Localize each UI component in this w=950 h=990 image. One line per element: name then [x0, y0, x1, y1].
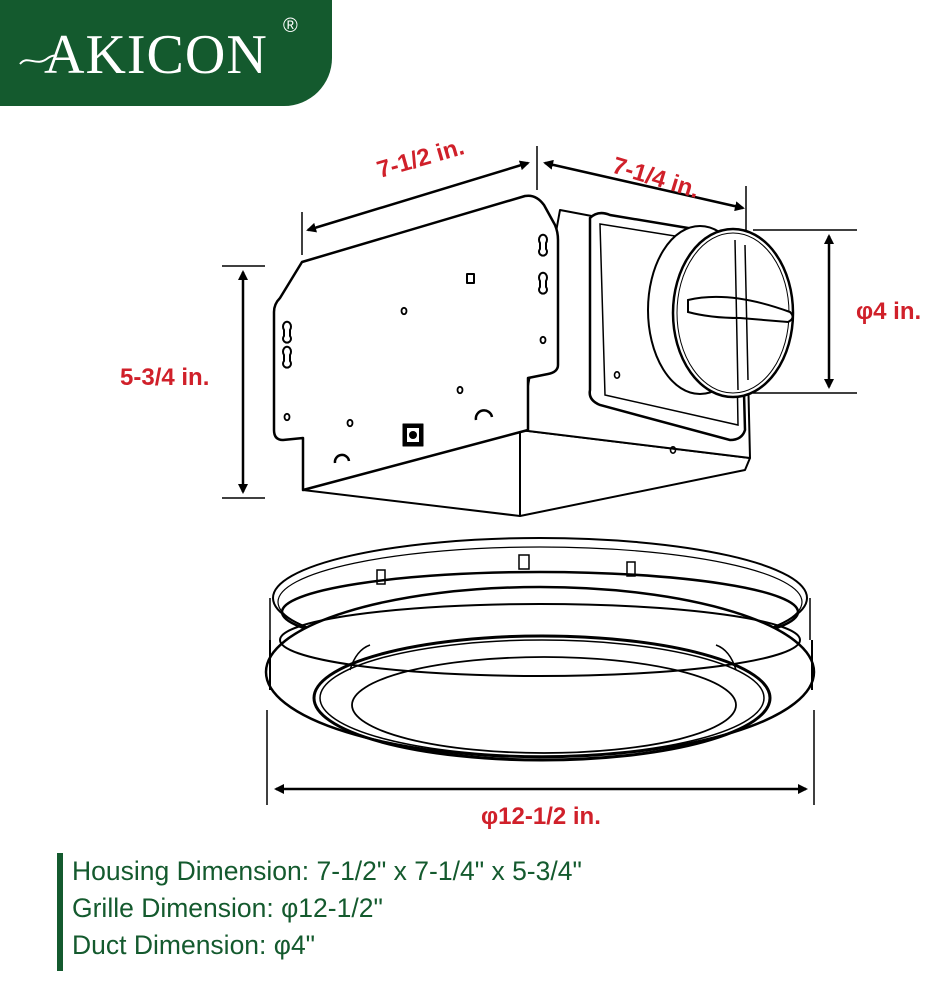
- duct-diameter-label: φ4 in.: [856, 298, 922, 325]
- dimension-lines: [222, 146, 857, 805]
- duct-connector: [588, 211, 795, 454]
- grille-diameter-label: φ12-1/2 in.: [481, 803, 601, 830]
- brand-name: AKICON: [44, 24, 268, 86]
- spec-duct: Duct Dimension: φ4": [72, 930, 316, 960]
- brand-logo-banner: AKICON ®: [0, 0, 332, 106]
- registered-mark: ®: [283, 15, 298, 37]
- spec-housing: Housing Dimension: 7-1/2" x 7-1/4" x 5-3…: [72, 856, 582, 886]
- round-grille: [264, 537, 816, 762]
- housing-height-label: 5-3/4 in.: [120, 364, 210, 391]
- logo-swash-icon: [19, 54, 58, 65]
- spec-list: Housing Dimension: 7-1/2" x 7-1/4" x 5-3…: [57, 853, 582, 971]
- spec-grille: Grille Dimension: φ12-1/2": [72, 893, 383, 923]
